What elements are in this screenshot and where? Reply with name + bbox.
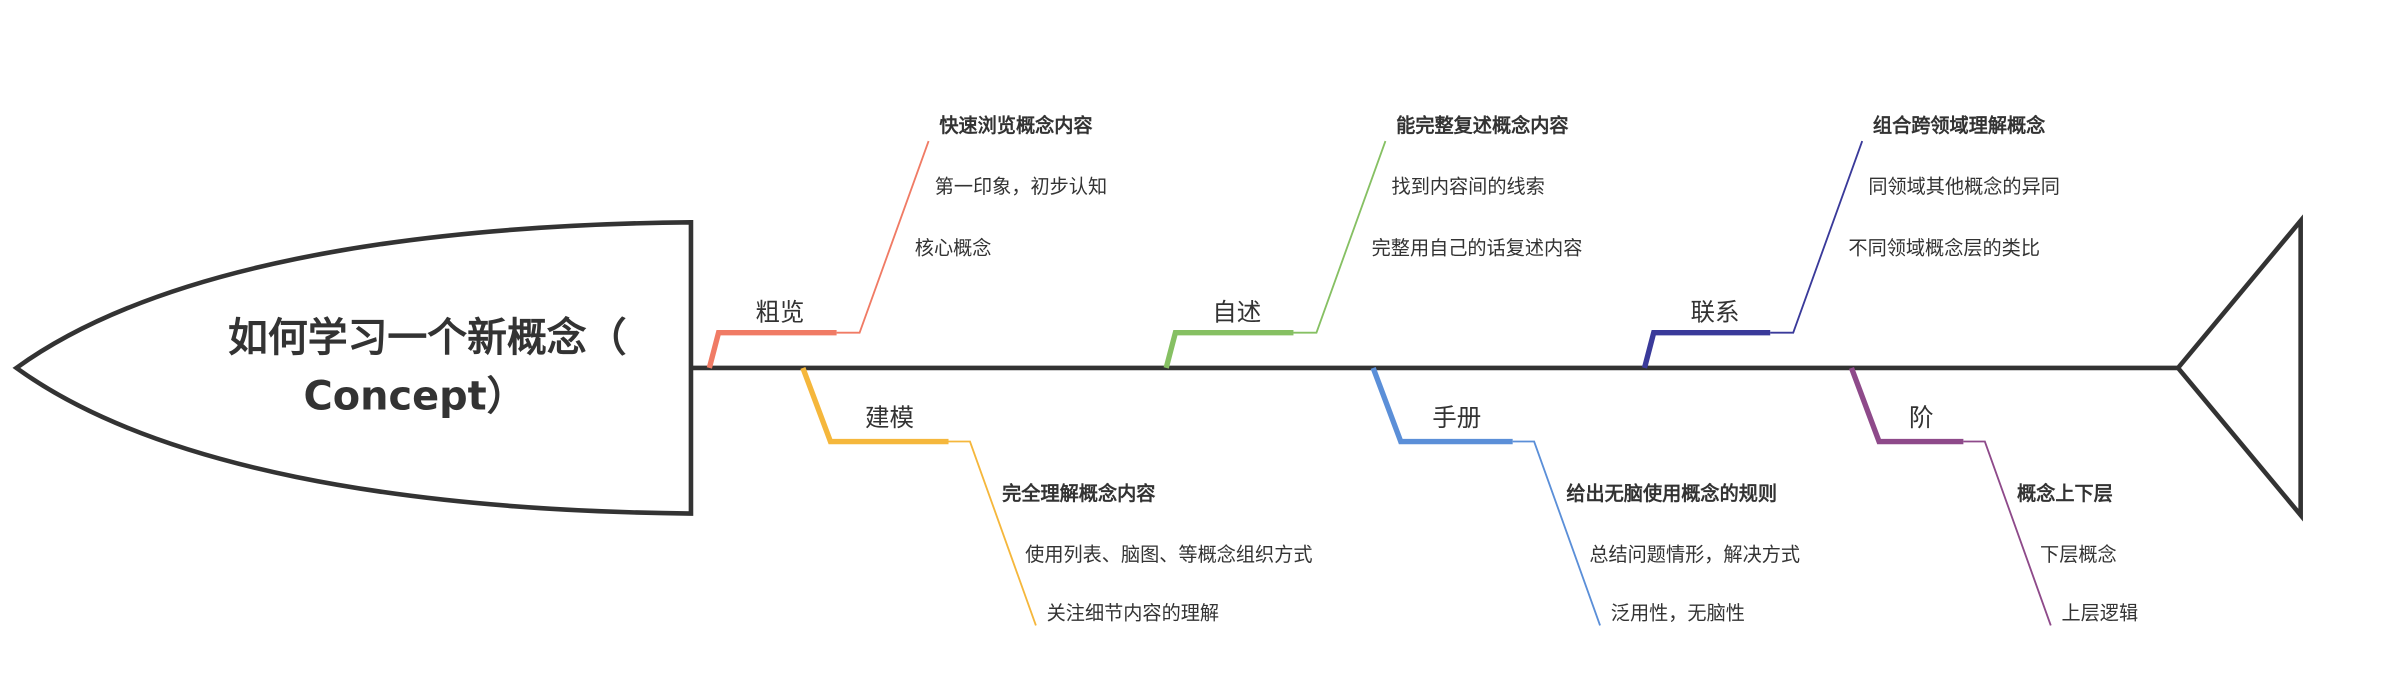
- sub-bone: [948, 440, 1037, 626]
- branch-label: 粗览: [755, 297, 804, 326]
- branches: 粗览 快速浏览概念内容第一印象，初步认知核心概念建模完全理解概念内容使用列表、脑图…: [706, 114, 2139, 626]
- branch-title: 给出无脑使用概念的规则: [1566, 482, 1777, 505]
- sub-bone: [836, 140, 930, 334]
- branch-item: 完整用自己的话复述内容: [1372, 236, 1583, 259]
- head-title-line2: Concept）: [303, 373, 526, 419]
- branch-title: 快速浏览概念内容: [939, 114, 1093, 137]
- sub-bone: [1512, 440, 1601, 626]
- branch-item: 关注细节内容的理解: [1047, 601, 1219, 624]
- branch-item: 泛用性，无脑性: [1611, 601, 1745, 624]
- sub-bone: [1963, 440, 2052, 626]
- branch-bone: [706, 329, 837, 369]
- fish-head: [12, 219, 694, 516]
- branch-bone: [800, 366, 949, 445]
- branch-item: 上层逻辑: [2062, 601, 2139, 624]
- branch-label: 手册: [1432, 403, 1481, 432]
- branch-title: 概念上下层: [2017, 482, 2113, 505]
- branch-label: 阶: [1909, 403, 1934, 432]
- fish-tail: [2175, 214, 2303, 522]
- head-title-line1: 如何学习一个新概念（: [228, 315, 627, 361]
- branch-label: 自述: [1212, 297, 1261, 326]
- branch-item: 不同领域概念层的类比: [1848, 236, 2040, 259]
- branch-bone: [1370, 366, 1513, 445]
- branch-item: 找到内容间的线索: [1392, 175, 1545, 198]
- sub-bone: [1293, 140, 1387, 334]
- branch-item: 第一印象，初步认知: [935, 175, 1107, 198]
- branch-title: 组合跨领域理解概念: [1873, 114, 2046, 137]
- branch-item: 下层概念: [2040, 543, 2117, 566]
- branch-title: 完全理解概念内容: [1002, 482, 1156, 505]
- branch-title: 能完整复述概念内容: [1396, 114, 1569, 137]
- branch-item: 总结问题情形，解决方式: [1589, 543, 1800, 566]
- branch-item: 使用列表、脑图、等概念组织方式: [1025, 543, 1312, 566]
- branch-bone: [1641, 329, 1771, 369]
- branch-bone: [1848, 366, 1964, 445]
- branch-bone: [1163, 329, 1294, 369]
- branch-item: 同领域其他概念的异同: [1868, 175, 2060, 198]
- branch-item: 核心概念: [915, 236, 992, 259]
- branch-label: 建模: [865, 403, 914, 432]
- branch-label: 联系: [1691, 297, 1740, 326]
- sub-bone: [1770, 140, 1864, 334]
